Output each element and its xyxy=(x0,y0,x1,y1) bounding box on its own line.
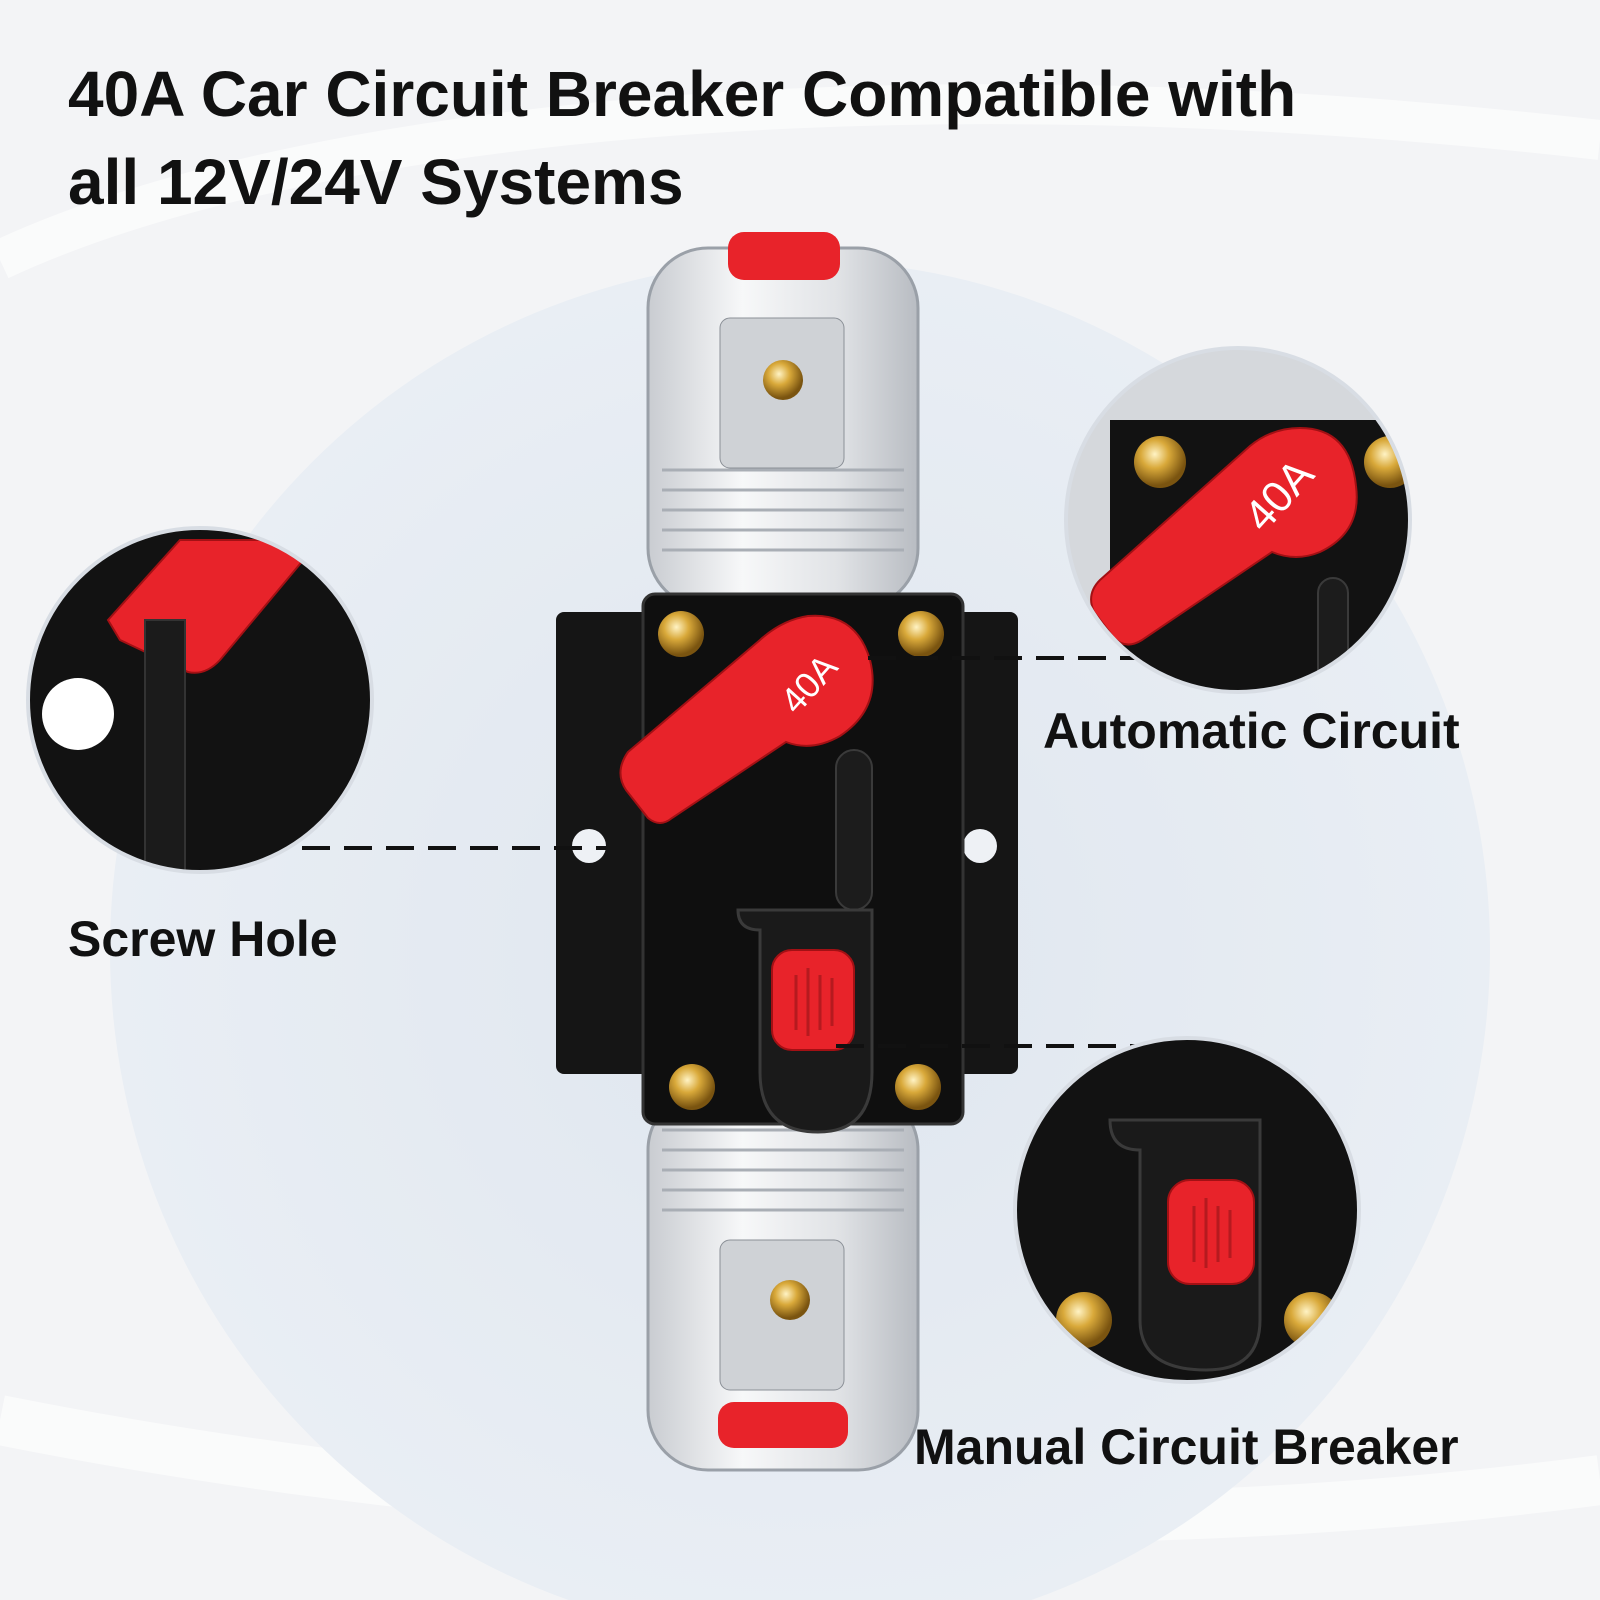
manual-trip-button[interactable] xyxy=(771,949,855,1051)
top-fuse-holder xyxy=(646,232,920,610)
top-cap xyxy=(728,232,840,280)
reset-lever[interactable]: 40A xyxy=(619,614,874,824)
left-screw-hole xyxy=(572,829,606,863)
headline: 40A Car Circuit Breaker Compatible with … xyxy=(68,50,1548,226)
headline-line-1: 40A Car Circuit Breaker Compatible with xyxy=(68,58,1297,130)
bottom-cap xyxy=(718,1402,848,1448)
automatic-circuit-zoom-inset: 40A xyxy=(1064,346,1412,694)
manual-breaker-zoom-inset xyxy=(1013,1036,1361,1384)
terminal-bolt-top-left xyxy=(658,611,704,657)
top-terminal-screw xyxy=(763,360,803,400)
terminal-bolt-bottom-right xyxy=(895,1064,941,1110)
right-screw-hole xyxy=(963,829,997,863)
screw-hole-zoom-inset xyxy=(26,526,374,874)
terminal-bolt-top-right xyxy=(898,611,944,657)
terminal-bolt-bottom-left xyxy=(669,1064,715,1110)
zoom-screw-hole xyxy=(42,678,114,750)
bottom-fuse-holder xyxy=(646,1088,920,1472)
automatic-circuit-label: Automatic Circuit xyxy=(1043,703,1460,759)
bottom-terminal-screw xyxy=(770,1280,810,1320)
screw-hole-label: Screw Hole xyxy=(68,911,338,967)
headline-line-2: all 12V/24V Systems xyxy=(68,146,684,218)
manual-breaker-label: Manual Circuit Breaker xyxy=(914,1419,1459,1475)
